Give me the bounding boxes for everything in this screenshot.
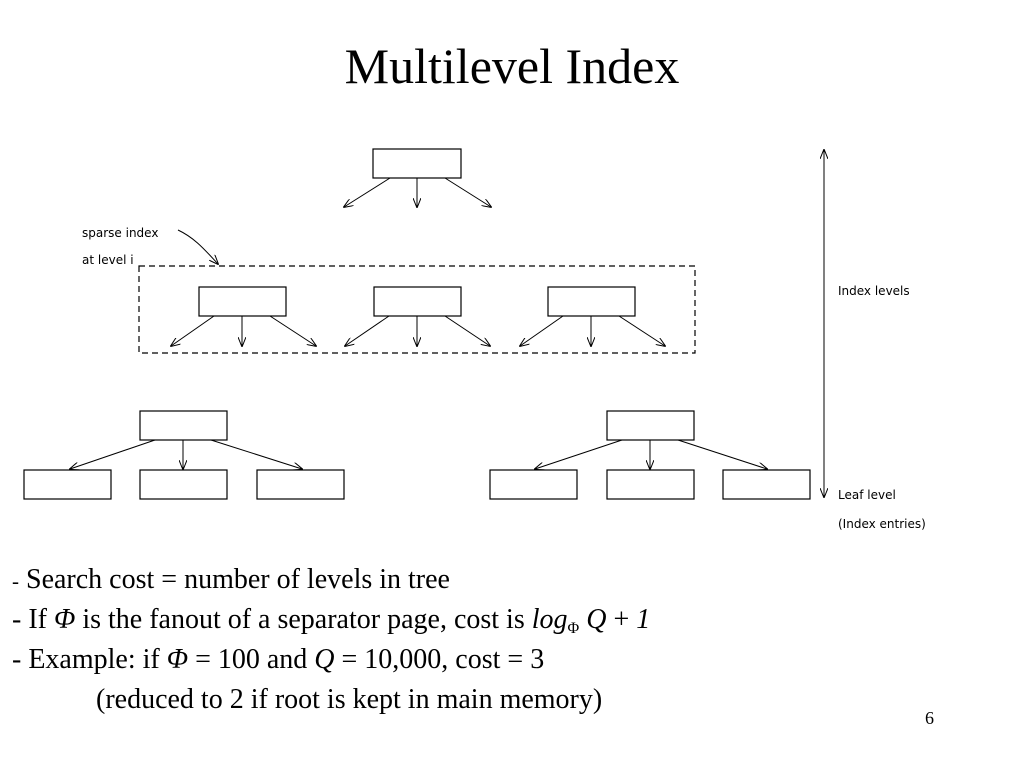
bullet-line-4: (reduced to 2 if root is kept in main me… bbox=[96, 684, 603, 715]
slide-title: Multilevel Index bbox=[344, 38, 680, 94]
bullet-line-2: - If Φ is the fanout of a separator page… bbox=[12, 600, 1012, 640]
plus-sign: + bbox=[613, 604, 630, 635]
bullet-line-1: - Search cost = number of levels in tree bbox=[12, 560, 1012, 600]
one-constant: 1 bbox=[636, 604, 651, 635]
bullet-text: = 100 and bbox=[195, 644, 308, 675]
bullet-text: is the fanout of a separator page, cost … bbox=[82, 604, 525, 635]
phi-symbol: Φ bbox=[53, 604, 76, 635]
multilevel-index-diagram: sparse index at level i I bbox=[23, 148, 926, 531]
bullet-text: - Example: if bbox=[12, 644, 160, 675]
leaf-node bbox=[722, 469, 811, 500]
bullet-line-3: - Example: if Φ = 100 and Q = 10,000, co… bbox=[12, 640, 1012, 680]
leaf-node bbox=[489, 469, 578, 500]
bullet-dash: - bbox=[12, 569, 19, 593]
leaf-node bbox=[606, 469, 695, 500]
sparse-label-pointer bbox=[177, 229, 218, 264]
q-variable: Q bbox=[314, 644, 335, 675]
leaf-level-label: Leaf level bbox=[838, 488, 896, 502]
bullet-text: = 10,000, cost = 3 bbox=[341, 644, 545, 675]
level-i-node-3 bbox=[520, 286, 665, 346]
bullet-text: - If bbox=[12, 604, 47, 635]
q-variable: Q bbox=[586, 604, 607, 635]
lower-node-left bbox=[70, 410, 302, 469]
log-base: Φ bbox=[567, 620, 580, 637]
index-levels-label: Index levels bbox=[838, 284, 910, 298]
level-i-node-2 bbox=[345, 286, 490, 346]
sparse-label-line1: sparse index bbox=[82, 226, 158, 240]
bullet-list: - Search cost = number of levels in tree… bbox=[12, 560, 1012, 720]
page-number: 6 bbox=[925, 708, 934, 728]
lower-node-right bbox=[535, 410, 767, 469]
bullet-text: Search cost = number of levels in tree bbox=[26, 564, 450, 595]
root-node bbox=[344, 148, 491, 207]
sparse-index-box bbox=[138, 265, 696, 354]
index-entries-label: (Index entries) bbox=[838, 517, 926, 531]
sparse-label-line2: at level i bbox=[82, 253, 134, 267]
log-text: log bbox=[531, 604, 568, 635]
leaf-node bbox=[256, 469, 345, 500]
level-i-node-1 bbox=[171, 286, 316, 346]
leaf-node bbox=[139, 469, 228, 500]
phi-symbol: Φ bbox=[166, 644, 189, 675]
leaf-node bbox=[23, 469, 112, 500]
